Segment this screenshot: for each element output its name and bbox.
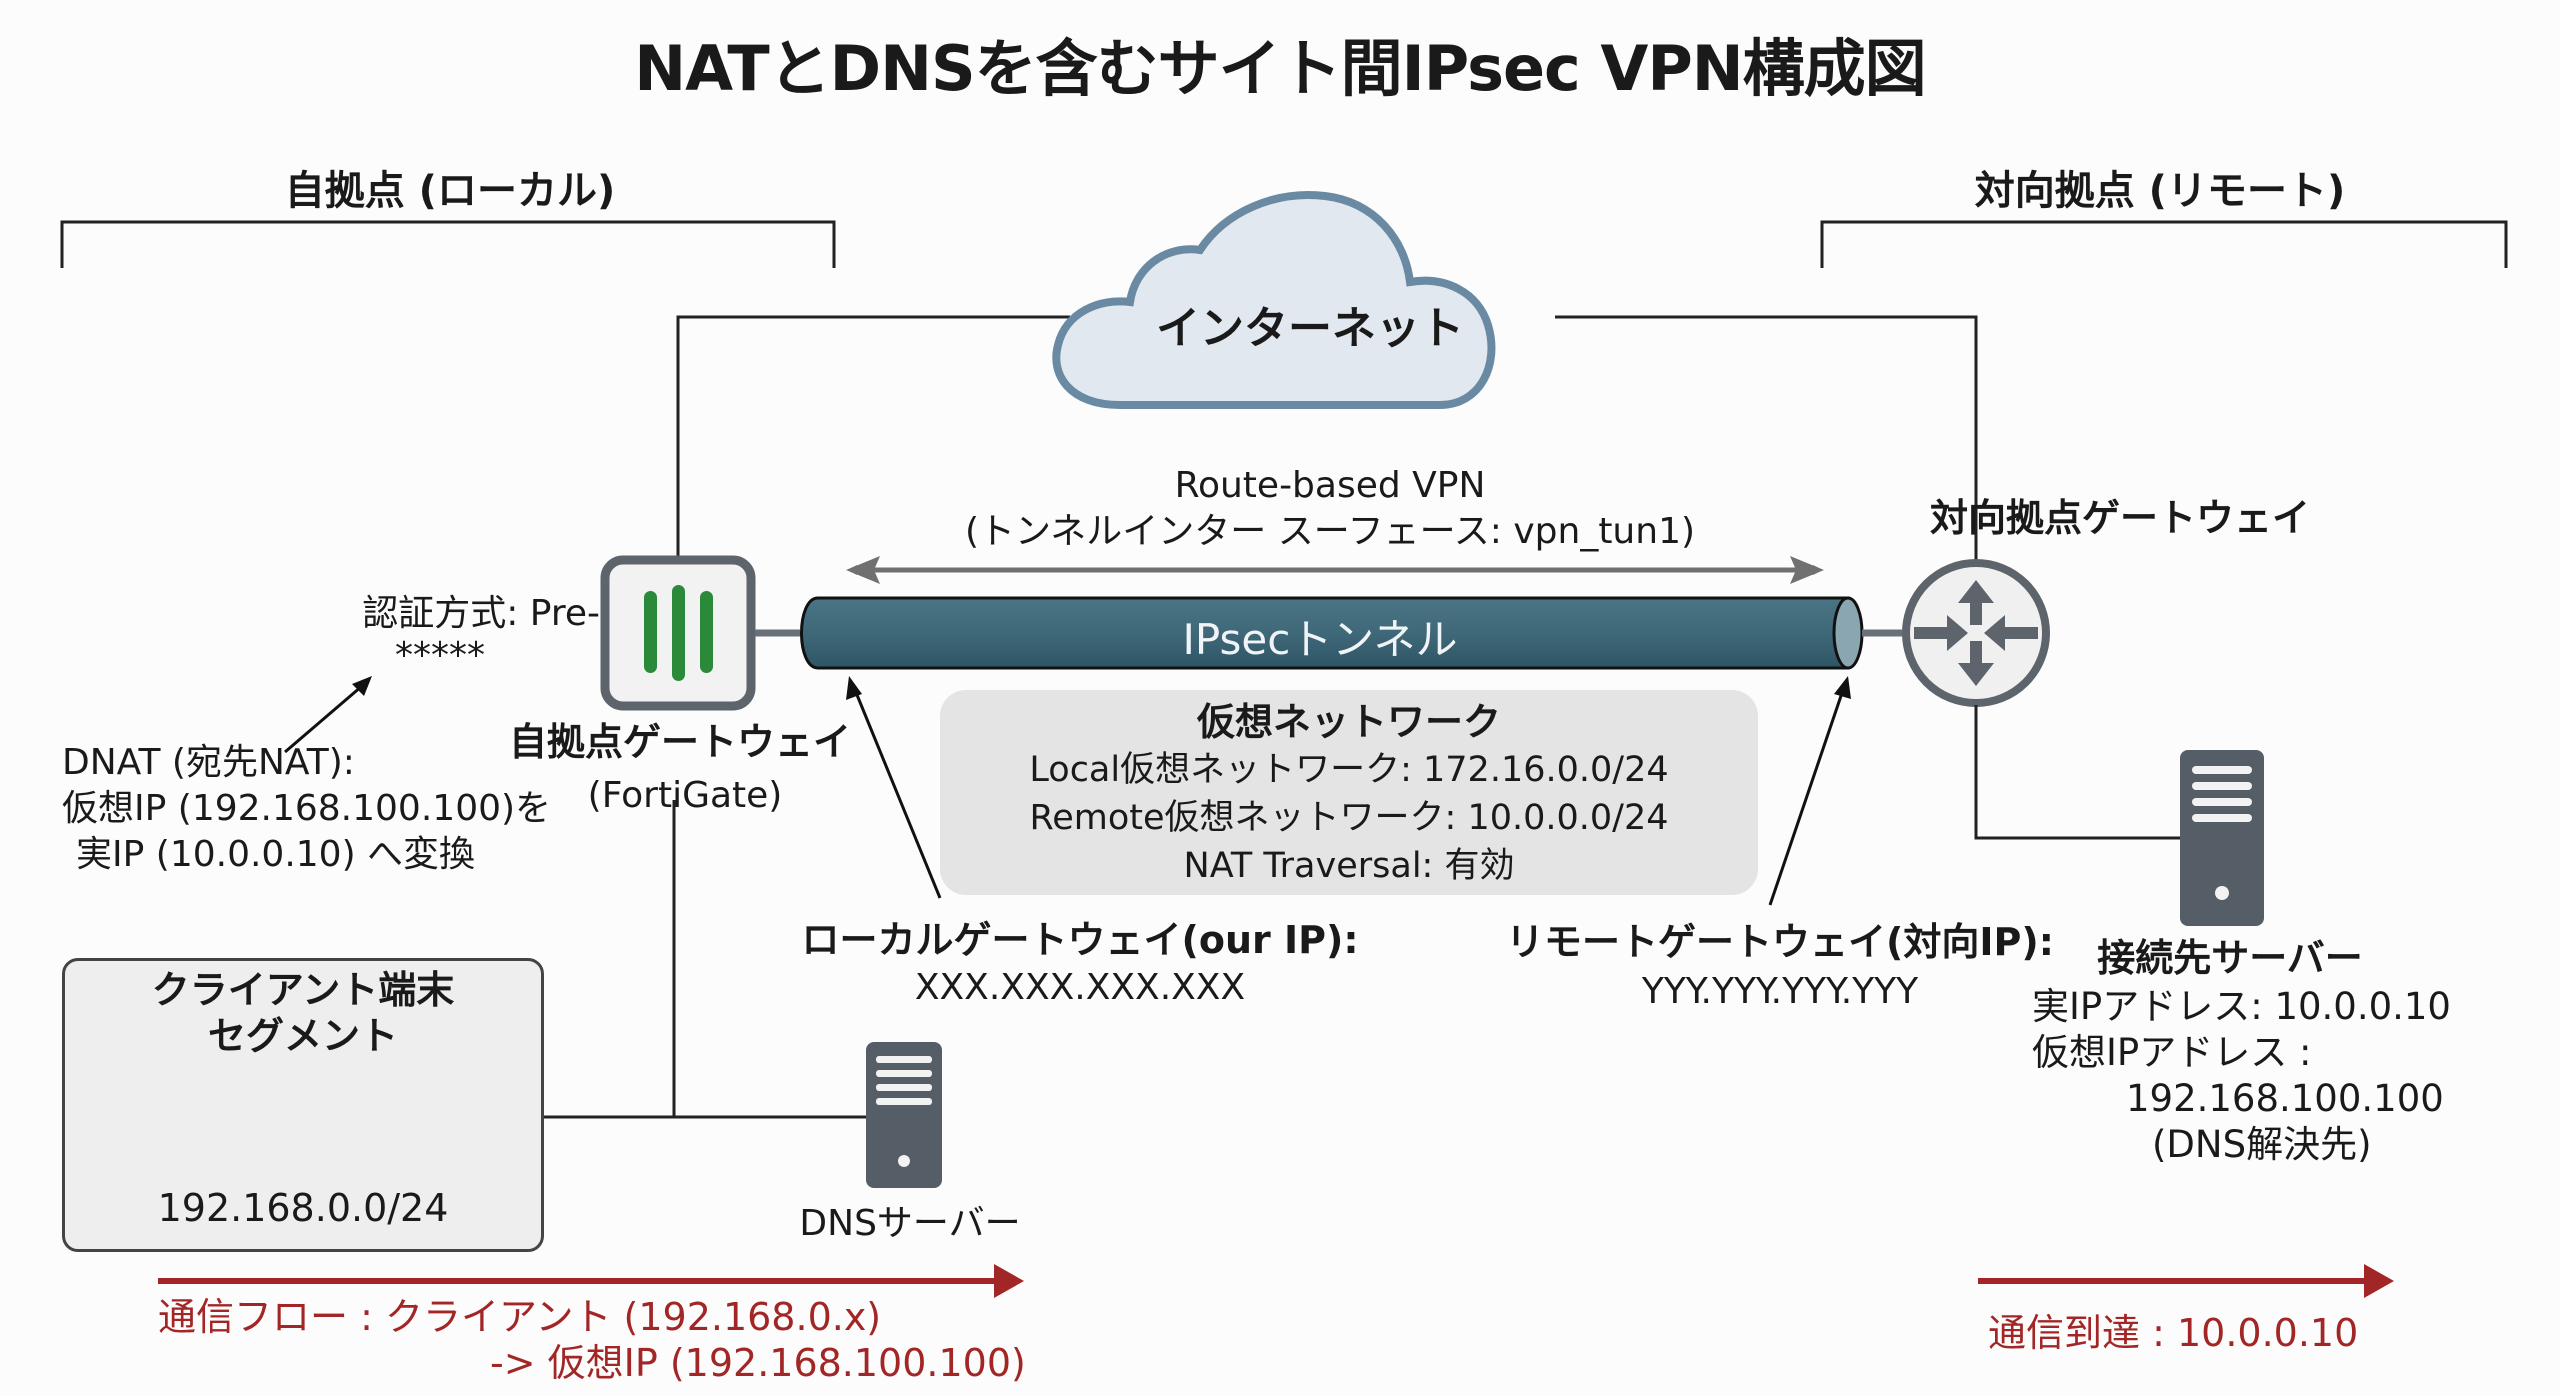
vpn-type-label: Route-based VPN <box>1174 465 1486 506</box>
virtual-network-title: 仮想ネットワーク <box>1196 700 1501 744</box>
local-gateway-ip-label: ローカルゲートウェイ(our IP): <box>801 918 1359 962</box>
remote-site-bracket <box>1820 220 2508 268</box>
dnat-virtual-ip: 仮想IP (192.168.100.100)を <box>62 788 552 829</box>
dns-server-label: DNSサーバー <box>799 1203 1021 1244</box>
auth-pointer-head <box>352 676 372 696</box>
auth-method-label: 認証方式: Pre- <box>362 593 600 634</box>
local-gateway-model: (FortiGate) <box>587 775 783 816</box>
nat-traversal-status: NAT Traversal: 有効 <box>1183 846 1515 886</box>
firewall-icon <box>600 555 756 711</box>
client-segment-box: クライアント端末 セグメント <box>62 958 544 1252</box>
client-segment-title-1: クライアント端末 <box>151 968 455 1012</box>
vpn-arrow-head-right <box>1790 556 1824 584</box>
target-server-virtual-ip-label: 仮想IPアドレス : <box>2032 1031 2312 1074</box>
dnat-real-ip: 実IP (10.0.0.10) へ変換 <box>76 834 476 875</box>
target-server-real-ip: 実IPアドレス: 10.0.0.10 <box>2032 985 2451 1028</box>
link-local-gw-internet <box>676 315 1070 560</box>
target-server-info: 実IPアドレス: 10.0.0.10 仮想IPアドレス : 192.168.10… <box>2032 984 2451 1168</box>
target-server-virtual-ip: 192.168.100.100 <box>2126 1077 2444 1120</box>
remote-gw-ip-pointer-head <box>1834 676 1851 699</box>
auth-pointer-arrow <box>284 684 363 754</box>
internet-label: インターネット <box>1156 303 1464 354</box>
vpn-arrow-head-left <box>846 556 880 584</box>
page-title: NATとDNSを含むサイト間IPsec VPN構成図 <box>634 32 1926 105</box>
local-site-label: 自拠点 (ローカル) <box>284 168 616 214</box>
flow-description-line2: -> 仮想IP (192.168.100.100) <box>490 1341 1026 1385</box>
dns-server-icon <box>866 1042 942 1188</box>
auth-psk-mask: ***** <box>395 635 485 676</box>
dnat-title: DNAT (宛先NAT): <box>62 742 355 783</box>
link-internet-remote-gw <box>1555 315 1978 585</box>
client-segment-title-2: セグメント <box>207 1014 398 1058</box>
client-subnet: 192.168.0.0/24 <box>157 1186 449 1230</box>
local-virtual-network: Local仮想ネットワーク: 172.16.0.0/24 <box>1029 750 1669 790</box>
tunnel-label: IPsecトンネル <box>1182 615 1458 664</box>
flow-arrival-label: 通信到達 : 10.0.0.10 <box>1988 1311 2359 1355</box>
flow-arrow-arrival-head <box>2364 1264 2394 1298</box>
remote-site-label: 対向拠点 (リモート) <box>1974 168 2346 214</box>
local-gateway-ip-value: XXX.XXX.XXX.XXX <box>914 967 1246 1008</box>
local-gw-ip-pointer-head <box>846 676 862 700</box>
cloud-icon <box>1052 191 1496 409</box>
flow-description-line1: 通信フロー : クライアント (192.168.0.x) <box>158 1295 882 1339</box>
local-site-bracket <box>60 220 836 268</box>
remote-virtual-network: Remote仮想ネットワーク: 10.0.0.0/24 <box>1029 798 1669 838</box>
remote-gateway-ip-label: リモートゲートウェイ(対向IP): <box>1506 920 2054 964</box>
router-icon <box>1902 559 2050 707</box>
target-server-icon <box>2180 750 2264 926</box>
ipsec-tunnel <box>800 596 1864 670</box>
link-router-server <box>1974 705 2180 840</box>
target-server-dns-note: (DNS解決先) <box>2152 1123 2372 1166</box>
target-server-title: 接続先サーバー <box>2097 936 2363 980</box>
flow-arrow-client-head <box>994 1264 1024 1298</box>
virtual-network-panel: 仮想ネットワーク Local仮想ネットワーク: 172.16.0.0/24 Re… <box>940 690 1758 895</box>
remote-gateway-name: 対向拠点ゲートウェイ <box>1929 496 2310 540</box>
vpn-tunnel-interface-label: (トンネルインター スーフェース: vpn_tun1) <box>964 511 1696 552</box>
local-gateway-name: 自拠点ゲートウェイ <box>508 720 851 764</box>
remote-gw-ip-pointer <box>1768 689 1845 906</box>
dnat-note: DNAT (宛先NAT): 仮想IP (192.168.100.100)を 実I… <box>62 740 551 878</box>
local-gw-ip-pointer <box>853 689 942 899</box>
remote-gateway-ip-value: YYY.YYY.YYY.YYY <box>1641 971 1919 1012</box>
